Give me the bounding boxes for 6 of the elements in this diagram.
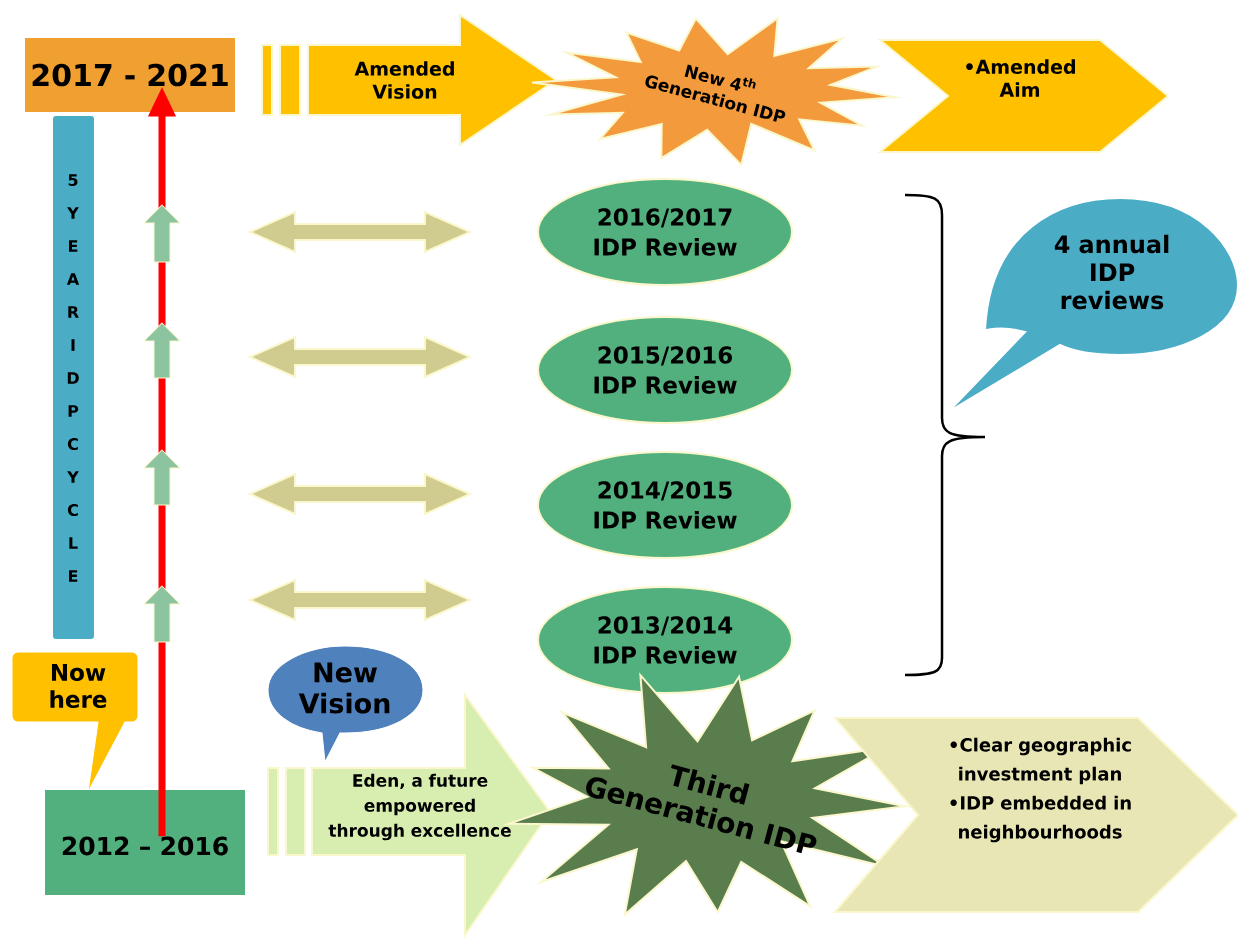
speech-bubble: 4 annual IDP reviews: [947, 197, 1238, 413]
callout-box: Now here: [11, 651, 139, 793]
period-box: 2017 - 2021: [25, 38, 235, 112]
speech-bubble: New Vision: [267, 645, 424, 763]
period-box: 2012 – 2016: [45, 790, 245, 895]
vertical-bar: 5 YEAR IDP CYCLE: [51, 114, 96, 641]
